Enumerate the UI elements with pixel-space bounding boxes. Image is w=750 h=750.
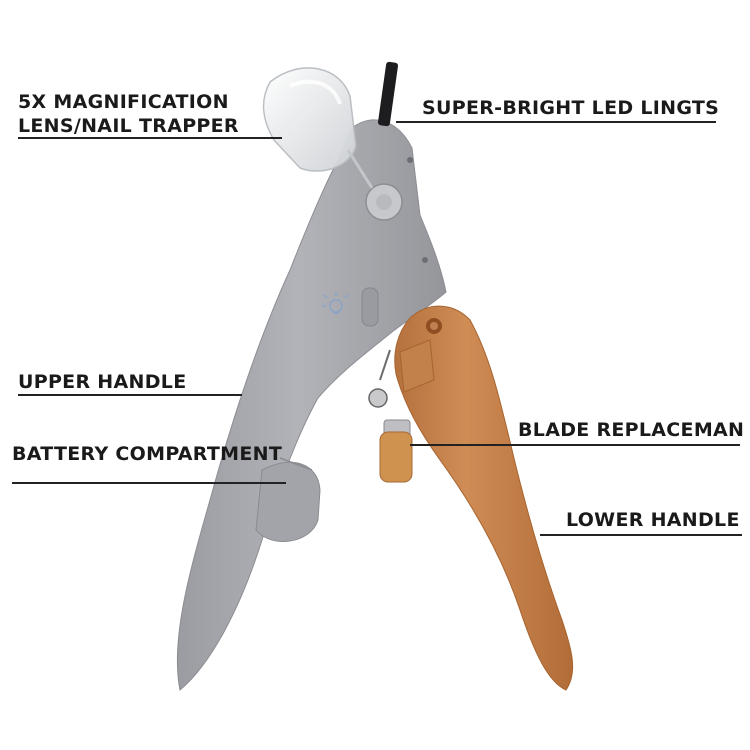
light-bulb-icon <box>322 292 349 314</box>
magnification-lens <box>262 67 374 189</box>
led-light <box>377 61 399 127</box>
label-magnification-line1: 5X MAGNIFICATION <box>18 91 229 113</box>
label-led-lights: SUPER-BRIGHT LED LINGTS <box>422 97 720 119</box>
led-switch <box>361 287 379 327</box>
label-magnification-lens: 5X MAGNIFICATION LENS/NAIL TRAPPER <box>18 90 239 138</box>
label-upper-handle: UPPER HANDLE <box>18 371 187 393</box>
upper-handle <box>176 119 447 691</box>
label-battery-compartment: BATTERY COMPARTMENT <box>12 443 283 465</box>
label-magnification-line2: LENS/NAIL TRAPPER <box>18 115 239 137</box>
callout-lines <box>12 121 742 536</box>
battery-compartment <box>255 461 321 542</box>
blade-replacement <box>368 349 413 483</box>
lower-handle <box>394 305 574 691</box>
label-blade-replacement: BLADE REPLACEMAN <box>518 419 745 441</box>
label-lower-handle: LOWER HANDLE <box>566 509 740 531</box>
